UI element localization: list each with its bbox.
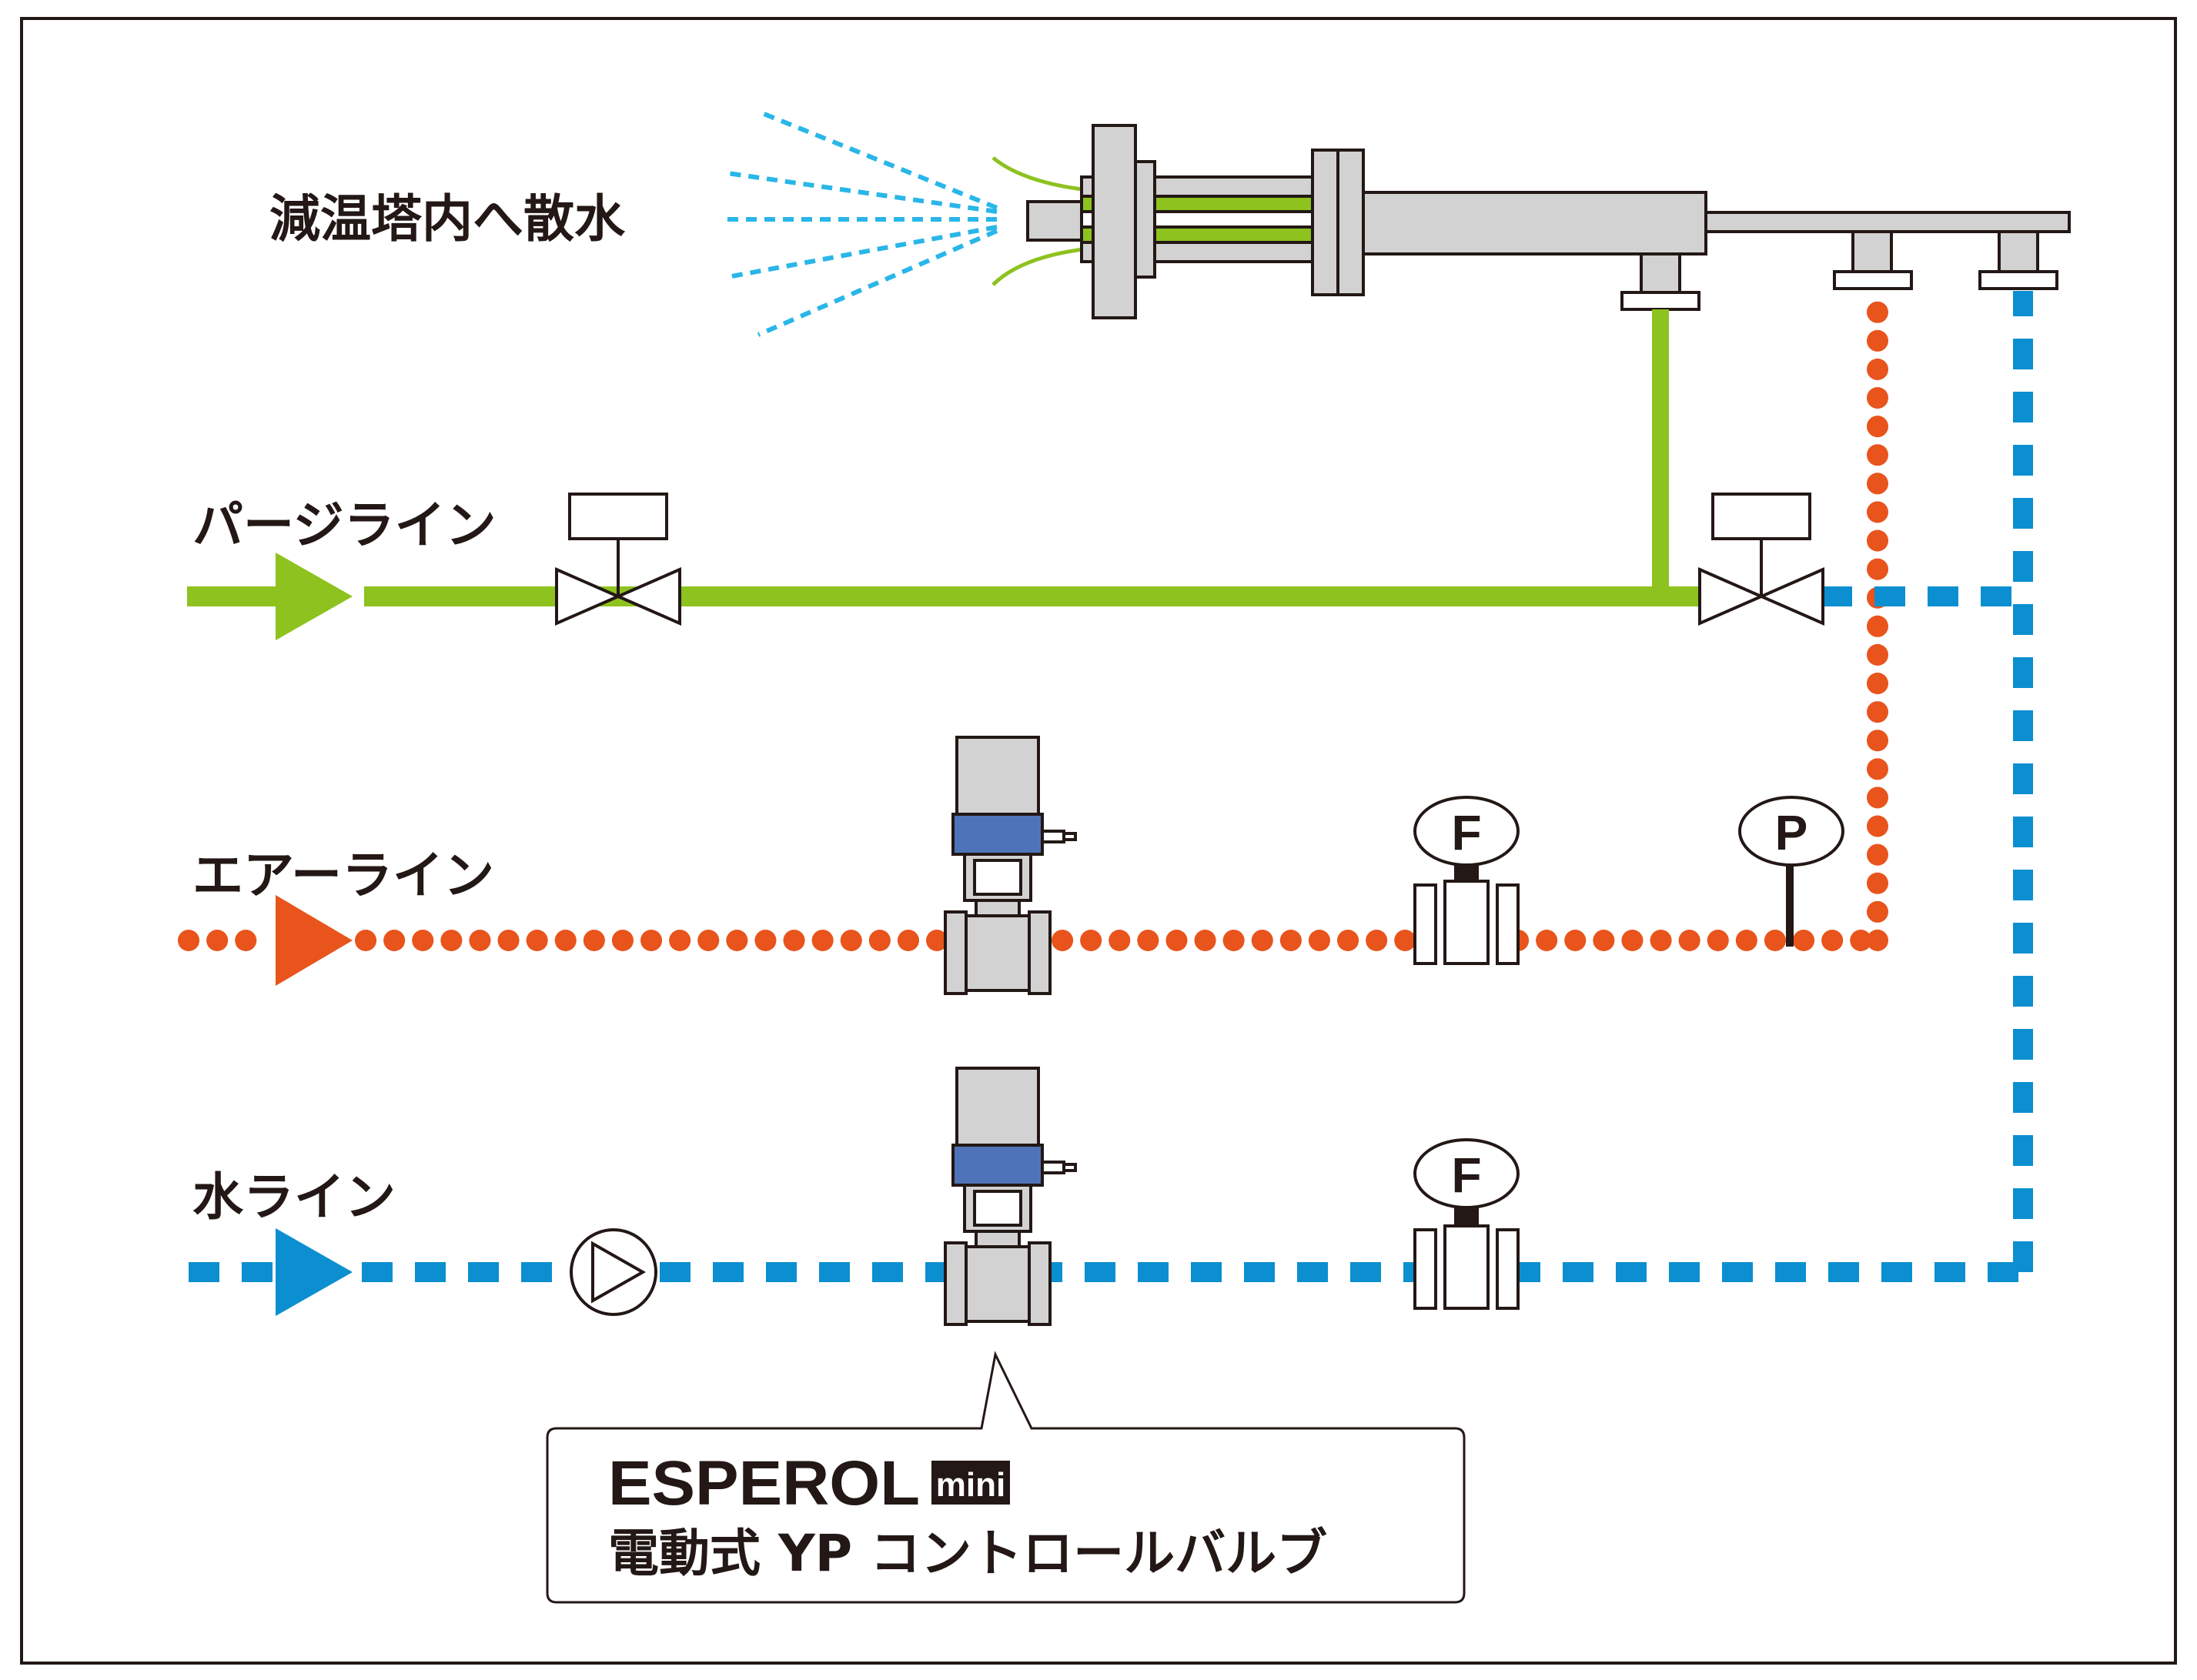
callout-product-name: 電動式 YP コントロールバルブ (608, 1524, 1327, 1583)
flow-meter-air (1413, 796, 1520, 965)
pressure-gauge (1738, 796, 1844, 947)
purge-line-label: パージライン (192, 496, 497, 555)
water-pump (570, 1228, 657, 1316)
product-callout: ESPEROL mini 電動式 YP コントロールバルブ (546, 1351, 1466, 1604)
purge-valve-left (555, 493, 681, 626)
callout-brand: ESPEROL (608, 1448, 920, 1518)
purge-flow-arrow (276, 553, 353, 640)
electric-control-valve-water (944, 1067, 1077, 1326)
pressure-gauge-symbol: P (1775, 805, 1808, 860)
purge-line (187, 309, 1700, 640)
flow-meter-water-symbol: F (1451, 1147, 1481, 1203)
flow-meter-air-symbol: F (1451, 805, 1481, 860)
diagram-frame (20, 17, 2177, 1665)
flow-meter-water (1413, 1138, 1520, 1310)
purge-valve-right (1698, 493, 1824, 626)
air-line (178, 299, 1888, 951)
water-line-label: 水ライン (192, 1167, 396, 1227)
electric-control-valve-air (944, 736, 1077, 995)
air-flow-arrow (276, 895, 353, 986)
spray-pattern (720, 109, 998, 337)
spray-into-tower-label: 減温塔内へ散水 (269, 189, 626, 249)
spray-nozzle-assembly (991, 124, 2071, 319)
water-line (189, 291, 2033, 1282)
air-line-label: エアーライン (192, 846, 494, 905)
water-flow-arrow (276, 1228, 353, 1316)
callout-brand-badge-bg (931, 1461, 1010, 1505)
callout-brand-badge: mini (936, 1466, 1005, 1504)
